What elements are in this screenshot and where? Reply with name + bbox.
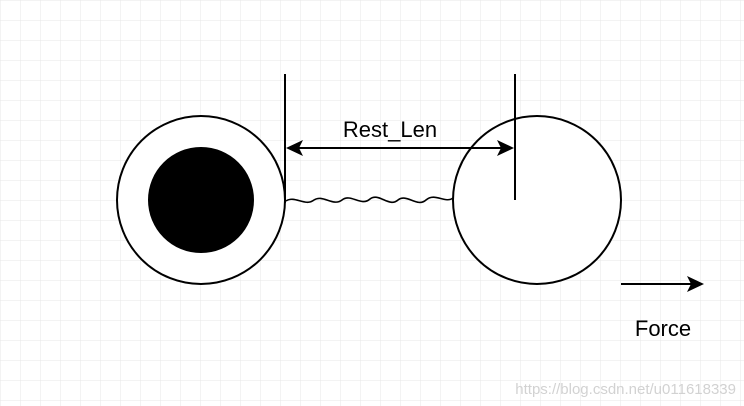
rest-length-label: Rest_Len <box>343 117 437 142</box>
free-ball <box>452 115 622 285</box>
force-label: Force <box>635 316 691 341</box>
force-arrow-head <box>687 276 704 292</box>
force-arrow <box>621 276 704 292</box>
rest-length-arrow-head-right <box>497 140 514 156</box>
fixed-ball-core <box>148 147 254 253</box>
rest-length-arrow-head-left <box>286 140 303 156</box>
rest-length-arrow <box>286 140 514 156</box>
fixed-ball <box>116 115 286 285</box>
spring <box>285 196 454 204</box>
watermark-text: https://blog.csdn.net/u011618339 <box>515 381 736 398</box>
